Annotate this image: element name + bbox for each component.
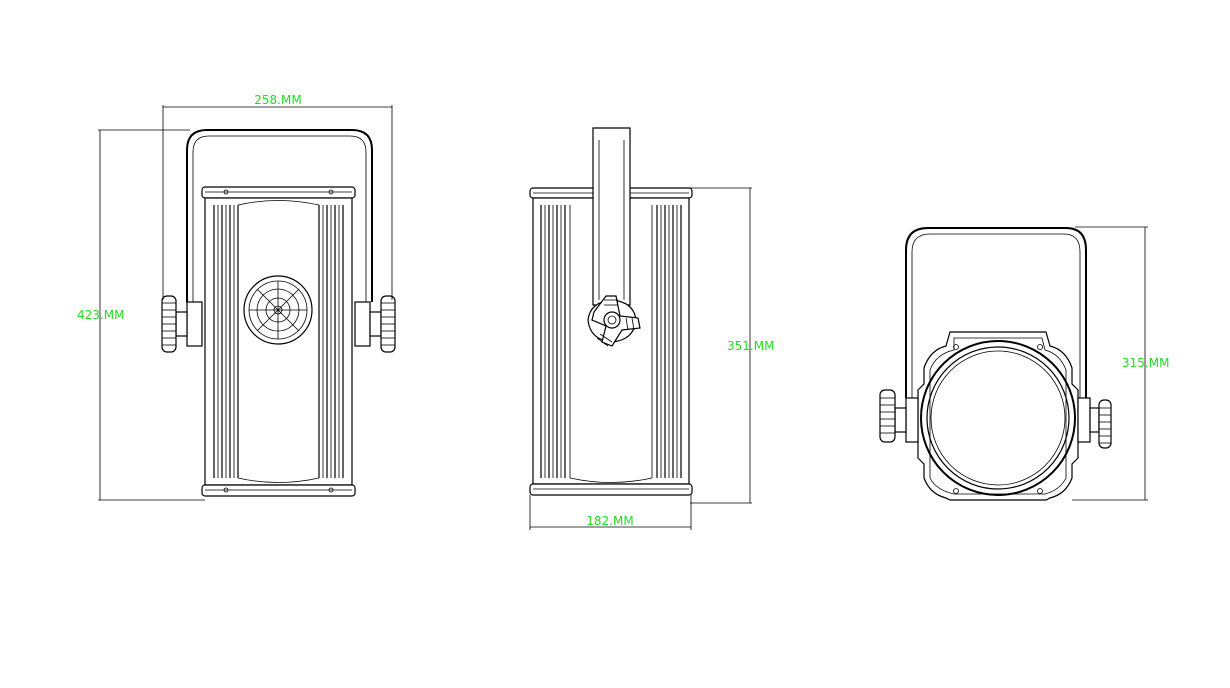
side-view: 351.MM 182.MM <box>529 127 774 530</box>
front-view: 258.MM 423.MM <box>77 93 396 501</box>
lens-right-knob <box>1077 397 1112 449</box>
dim-front-height-label: 423.MM <box>77 308 124 322</box>
front-body <box>201 186 356 497</box>
side-tri-knob <box>591 295 641 347</box>
dim-side-height-label: 351.MM <box>727 339 774 353</box>
dim-front-width: 258.MM <box>162 93 393 300</box>
front-right-knob <box>354 295 396 353</box>
dim-front-height: 423.MM <box>77 129 205 501</box>
lens-left-knob <box>879 389 919 443</box>
lens <box>920 340 1076 496</box>
dim-lens-height: 315.MM <box>1072 226 1169 501</box>
lens-view: 315.MM <box>879 226 1169 501</box>
front-left-knob <box>161 295 203 353</box>
fan-grille <box>243 275 313 345</box>
dim-side-width-label: 182.MM <box>586 514 633 528</box>
front-yoke <box>186 129 373 302</box>
dim-lens-height-label: 315.MM <box>1122 356 1169 370</box>
dim-front-width-label: 258.MM <box>254 93 301 107</box>
dim-side-height: 351.MM <box>690 187 774 504</box>
lens-yoke <box>905 227 1087 398</box>
lens-housing <box>917 331 1079 501</box>
dim-side-width: 182.MM <box>529 495 692 530</box>
